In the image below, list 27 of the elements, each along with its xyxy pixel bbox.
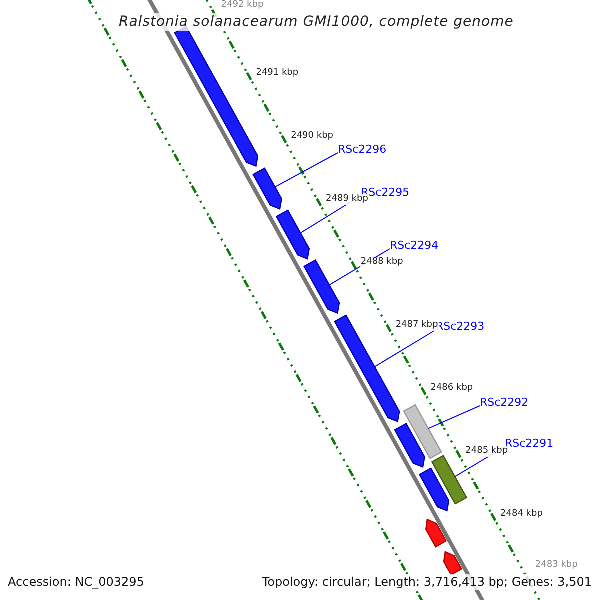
gene-feature — [252, 168, 282, 210]
gene-feature — [425, 518, 448, 548]
gene-feature — [276, 210, 310, 260]
scale-label: 2490 kbp — [290, 131, 335, 142]
scale-label: 2492 kbp — [220, 0, 265, 11]
gene-feature — [403, 404, 442, 460]
gene-label: RSc2292 — [480, 396, 529, 409]
gene-feature — [394, 422, 426, 468]
scale-label: 2489 kbp — [325, 194, 370, 206]
gene-feature — [303, 259, 340, 314]
scale-label: 2485 kbp — [464, 446, 510, 458]
scale-label: 2488 kbp — [360, 257, 404, 268]
genome-summary: Topology: circular; Length: 3,716,413 bp; Genes: 3,501 — [260, 574, 594, 590]
scale-label: 2491 kbp — [255, 68, 300, 80]
leader-line — [374, 330, 436, 368]
accession-text: Accession: NC_003295 — [6, 574, 146, 590]
gene-feature — [418, 468, 450, 512]
scale-label: 2483 kbp — [534, 560, 579, 571]
leader-line — [274, 152, 338, 188]
gene-label: RSc2296 — [338, 143, 387, 156]
gene-feature — [431, 454, 468, 505]
leader-line — [428, 406, 480, 430]
gene-label: RSc2294 — [390, 239, 439, 252]
scale-label: 2487 kbp — [394, 320, 440, 332]
gene-feature — [443, 551, 463, 576]
scale-label: 2484 kbp — [500, 509, 544, 520]
scale-label: 2486 kbp — [430, 383, 474, 394]
